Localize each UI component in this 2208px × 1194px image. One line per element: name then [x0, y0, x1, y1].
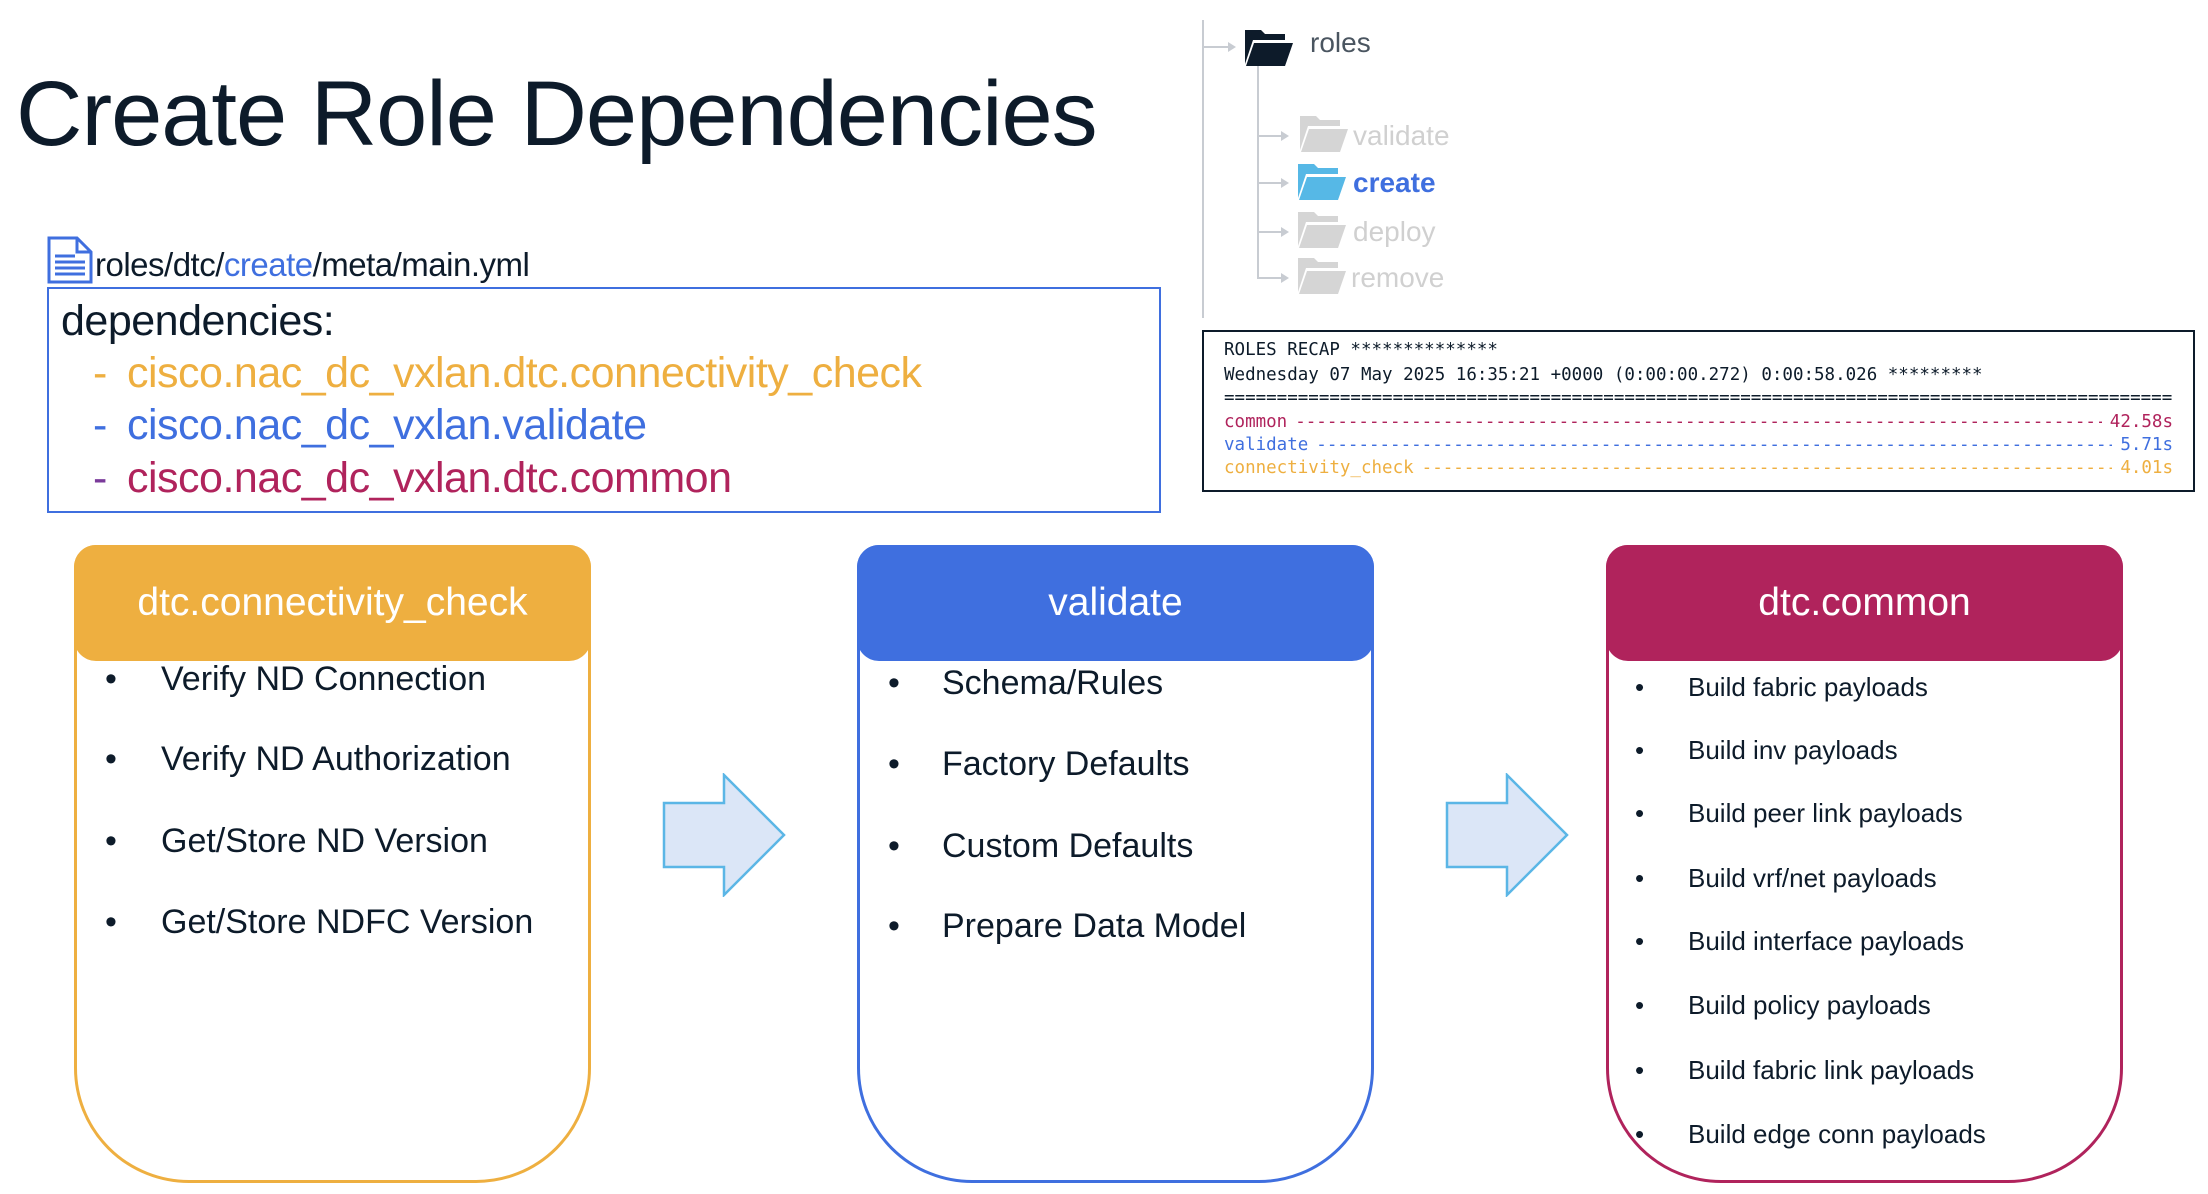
tree-arrow [1259, 178, 1289, 188]
tree-arrow [1259, 131, 1289, 141]
list-item: Get/Store NDFC Version [161, 903, 534, 941]
bullet-icon: • [105, 903, 117, 941]
code-key: dependencies: [61, 297, 335, 345]
card-title: dtc.connectivity_check [74, 545, 591, 661]
folder-open-icon [1298, 164, 1346, 200]
bullet-icon: • [1635, 1119, 1645, 1149]
list-item: Get/Store ND Version [161, 822, 488, 860]
card-title: validate [857, 545, 1374, 661]
list-item: Factory Defaults [942, 745, 1190, 783]
folder-icon [1298, 258, 1346, 294]
tree-arrow [1259, 273, 1289, 283]
right-arrow-icon [1445, 773, 1569, 897]
dependency-text: cisco.nac_dc_vxlan.dtc.connectivity_chec… [127, 349, 922, 397]
folder-icon [1298, 212, 1346, 248]
card-connectivity-check: dtc.connectivity_check • Verify ND Connec… [74, 545, 591, 1183]
bullet-icon: • [1635, 863, 1645, 893]
bullet-icon: • [888, 745, 900, 783]
bullet-icon: • [105, 822, 117, 860]
recap-row-common: common ----------------------------------… [1224, 412, 2173, 432]
recap-timestamp: Wednesday 07 May 2025 16:35:21 +0000 (0:… [1224, 365, 1983, 385]
tree-item-deploy[interactable]: deploy [1353, 216, 1436, 247]
list-item: Custom Defaults [942, 827, 1194, 865]
page-title: Create Role Dependencies [16, 63, 1098, 165]
dash-fill: ----------------------------------------… [1295, 412, 2102, 432]
right-arrow-icon [662, 773, 786, 897]
dependency-text: cisco.nac_dc_vxlan.dtc.common [127, 454, 732, 502]
list-item: Build peer link payloads [1688, 798, 1963, 828]
bullet-icon: • [1635, 798, 1645, 828]
tree-arrow [1204, 42, 1236, 52]
tree-item-create[interactable]: create [1353, 167, 1436, 198]
tree-line [1202, 20, 1204, 318]
tree-item-validate[interactable]: validate [1353, 120, 1450, 151]
path-highlight: create [223, 246, 313, 283]
folder-icon [1300, 116, 1348, 152]
path-suffix: /meta/main.yml [312, 246, 530, 283]
recap-time: 42.58s [2109, 412, 2173, 432]
list-item: Verify ND Authorization [161, 740, 511, 778]
recap-time: 5.71s [2120, 435, 2173, 455]
recap-separator: ========================================… [1224, 388, 2173, 408]
list-item: Build edge conn payloads [1688, 1119, 1986, 1149]
code-box: dependencies: -cisco.nac_dc_vxlan.dtc.co… [47, 287, 1161, 513]
list-item: Prepare Data Model [942, 907, 1247, 945]
bullet-icon: • [888, 827, 900, 865]
path-prefix: roles/dtc/ [95, 246, 224, 283]
recap-time: 4.01s [2120, 458, 2173, 478]
recap-row-validate: validate --------------------------------… [1224, 435, 2173, 455]
bullet-icon: • [888, 664, 900, 702]
bullet-icon: • [105, 660, 117, 698]
dependency-text: cisco.nac_dc_vxlan.validate [127, 401, 647, 449]
folder-open-icon [1245, 30, 1293, 66]
dependency-common: -cisco.nac_dc_vxlan.dtc.common [93, 454, 732, 503]
dash: - [93, 401, 107, 449]
bullet-icon: • [105, 740, 117, 778]
tree-item-roles[interactable]: roles [1310, 27, 1371, 58]
bullet-icon: • [1635, 926, 1645, 956]
dependency-connectivity-check: -cisco.nac_dc_vxlan.dtc.connectivity_che… [93, 349, 922, 398]
list-item: Build vrf/net payloads [1688, 863, 1937, 893]
card-common: dtc.common • Build fabric payloads • Build … [1606, 545, 2123, 1183]
card-title: dtc.common [1606, 545, 2123, 661]
dependency-validate: -cisco.nac_dc_vxlan.validate [93, 401, 647, 450]
recap-role: common [1224, 412, 1288, 432]
bullet-icon: • [888, 907, 900, 945]
document-icon [47, 236, 93, 284]
list-item: Schema/Rules [942, 664, 1164, 702]
roles-recap-terminal: ROLES RECAP ************** Wednesday 07 … [1202, 330, 2195, 492]
bullet-icon: • [1635, 990, 1645, 1020]
tree-arrow [1259, 227, 1289, 237]
recap-role: connectivity_check [1224, 458, 1414, 478]
separator-fill: ========================================… [1224, 388, 2173, 408]
bullet-icon: • [1635, 672, 1645, 702]
file-path: roles/dtc/create/meta/main.yml [95, 246, 530, 284]
tree-line [1257, 65, 1259, 279]
dash: - [93, 349, 107, 397]
dash: - [93, 454, 107, 502]
tree-item-remove[interactable]: remove [1351, 262, 1445, 293]
recap-role: validate [1224, 435, 1309, 455]
bullet-icon: • [1635, 735, 1645, 765]
list-item: Build fabric payloads [1688, 672, 1928, 702]
list-item: Build interface payloads [1688, 926, 1965, 956]
list-item: Build policy payloads [1688, 990, 1931, 1020]
recap-header: ROLES RECAP ************** [1224, 340, 1498, 360]
dash-fill: ----------------------------------------… [1316, 435, 2112, 455]
list-item: Verify ND Connection [161, 660, 487, 698]
list-item: Build inv payloads [1688, 735, 1898, 765]
bullet-icon: • [1635, 1055, 1645, 1085]
recap-row-connectivity-check: connectivity_check ----------------------… [1224, 458, 2173, 478]
list-item: Build fabric link payloads [1688, 1055, 1975, 1085]
card-validate: validate • Schema/Rules • Factory Defaults •… [857, 545, 1374, 1183]
dash-fill: ----------------------------------------… [1421, 458, 2113, 478]
